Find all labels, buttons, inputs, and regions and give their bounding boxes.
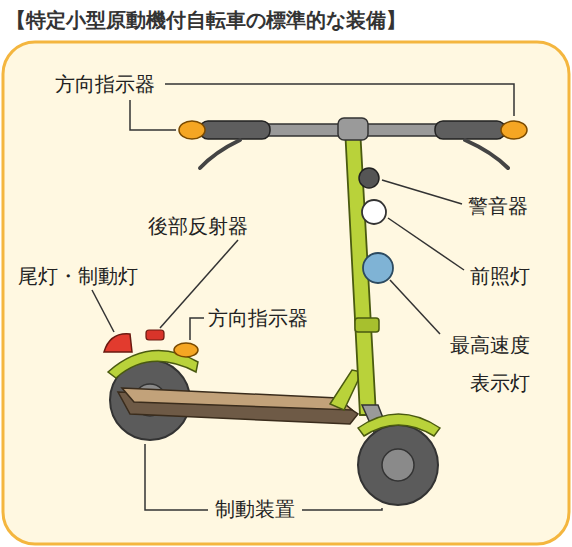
right-grip — [435, 121, 505, 139]
leader-line — [302, 508, 382, 510]
leader-line — [92, 290, 114, 332]
part-label: 方向指示器 — [55, 72, 155, 96]
leader-line — [130, 100, 176, 130]
headlight — [362, 200, 386, 224]
leader-line — [390, 280, 440, 334]
leader-lines — [92, 84, 514, 510]
front-right-indicator — [501, 121, 527, 139]
leader-line — [165, 84, 514, 116]
left-brake-lever — [200, 140, 240, 168]
rear-indicator — [174, 343, 198, 357]
stem-clamp — [355, 318, 379, 332]
front-fender — [358, 414, 440, 436]
diagram-title: 【特定小型原動機付自転車の標準的な装備】 — [6, 8, 406, 32]
part-label: 尾灯・制動灯 — [18, 264, 138, 288]
leader-line — [388, 218, 464, 270]
part-label: 警音器 — [468, 194, 528, 218]
front-wheel — [358, 425, 438, 505]
stem-cap — [338, 118, 368, 140]
rear-reflector — [146, 330, 164, 340]
speed-indicator-lamp — [363, 253, 393, 283]
part-label: 制動装置 — [215, 497, 295, 521]
front-left-indicator — [179, 121, 205, 139]
part-label: 方向指示器 — [208, 306, 308, 330]
part-label: 後部反射器 — [148, 214, 248, 238]
part-label: 最高速度 表示灯 — [425, 326, 530, 402]
deck-top — [122, 388, 352, 410]
horn — [359, 168, 379, 188]
leader-line — [382, 180, 462, 204]
leader-line — [190, 318, 204, 340]
panel — [3, 42, 569, 544]
leader-line — [145, 444, 208, 510]
tail-light — [104, 334, 132, 352]
front-hub — [382, 449, 414, 481]
left-grip — [200, 121, 270, 139]
right-brake-lever — [465, 140, 508, 168]
part-label: 前照灯 — [470, 264, 530, 288]
